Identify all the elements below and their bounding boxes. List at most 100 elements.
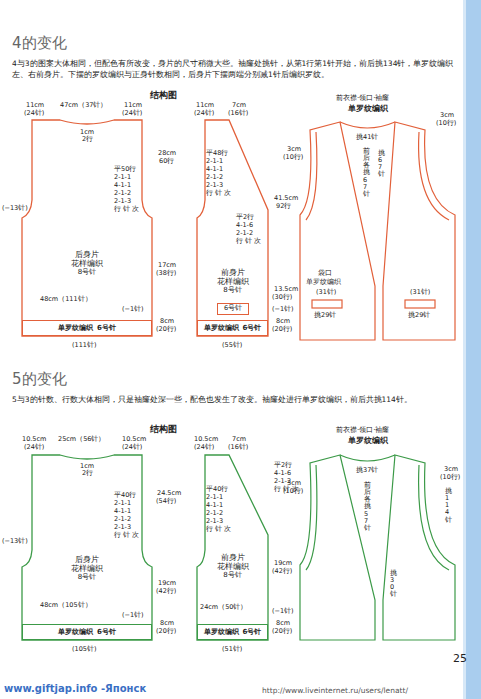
dimension-label: 19cm [274,560,292,568]
dimension-label: 2-1-3 [206,182,223,190]
dimension-label: 8cm [160,620,174,628]
dimension-label: (55针) [222,342,242,350]
dimension-label: (20行) [272,628,292,636]
piece-label: 花样编织 [22,259,152,268]
dimension-label: 11cm [26,102,44,110]
text-group: 单罗纹编织6号针 [198,625,267,639]
dimension-label: 2-1-1 [114,174,131,182]
dimension-label: 13.5cm [274,286,298,294]
stitch-label: 6号针 [243,324,262,332]
dimension-label: 24cm（50针） [200,604,247,612]
dimension-label: 行 针 次 [206,526,231,534]
vest-sketch [300,122,455,340]
text-group: 后身片花样编织8号针 [22,250,152,276]
dimension-label: (31针) [316,289,336,297]
dimension-label: 25cm（56针） [58,436,105,444]
piece-label: 8号针 [22,573,152,581]
dimension-label: (24针) [122,110,142,118]
dimension-label: (−13针) [2,205,28,213]
dimension-label: 10.5cm [22,436,46,444]
stitch-label: 单罗纹编织 [58,628,93,636]
piece-label: 前身片 [197,268,268,277]
dimension-label: (30行) [272,294,292,302]
dimension-label: (20行) [272,326,292,334]
dimension-label: 3cm [440,112,454,120]
dimension-label: (38行) [156,270,176,278]
dimension-label: 2-1-1 [206,494,223,502]
dimension-label: 8cm [276,318,290,326]
piece-outline [197,455,268,640]
dimension-label: (10行) [283,488,303,496]
dimension-label: 60行 [159,158,174,166]
dimension-label: 挑37针 [356,467,378,475]
stitch-label: 6号针 [243,628,262,636]
piece-label: 花样编织 [197,562,268,571]
dimension-label: 48cm（105针） [40,602,92,610]
dimension-label: 8cm [276,620,290,628]
text-group: 前身片花样编织8号针 [197,553,268,579]
dimension-label: (−1针) [122,612,144,620]
dimension-label: (20行) [156,628,176,636]
piece-label: 8号针 [197,286,268,294]
dimension-label: 41.5cm [274,195,298,203]
dimension-label: (111针) [72,342,96,350]
watermark: http://www.liveinternet.ru/users/lenatt/ [262,686,408,695]
dimension-label: 2-1-1 [206,158,223,166]
dimension-label: 3cm [444,466,458,474]
dimension-label: 92行 [276,203,291,211]
text-group: 单罗纹编织6号针 [23,321,151,335]
ribbing-band: 单罗纹编织 6号针 [197,320,268,336]
dimension-label: 2-1-2 [236,230,253,238]
dimension-label: 平40行 [206,486,228,494]
text-group: 6号针 [218,304,248,314]
dimension-label: (42行) [272,568,292,576]
dimension-label: 2-1-2 [114,516,131,524]
dimension-label: 10.5cm [122,436,146,444]
watermark: www.giftjap.info -Японск [4,683,146,695]
piece-outline [22,455,152,640]
ribbing-band: 单罗纹编织6号针 [197,624,268,640]
page-edge [466,0,481,699]
section-heading: 5的变化 [12,370,67,388]
dimension-label: 8cm [160,318,174,326]
dimension-label: 前后各挑57针 [364,482,371,532]
dimension-label: (16针) [228,444,248,452]
dimension-label: (105针) [72,646,96,654]
dimension-label: (24针) [24,444,44,452]
dimension-label: 3cm [287,146,301,154]
page-number: 25 [453,652,467,665]
stitch-name: 单罗纹编织 [306,279,341,287]
dimension-label: (−1针) [272,306,294,314]
garment-piece: 后身片花样编织8号针单罗纹编织6号针 [22,120,152,336]
section-heading: 4的变化 [12,34,67,52]
dimension-label: 2-1-3 [114,198,131,206]
dimension-label: 挑30针 [390,570,397,599]
dimension-label: (−13针) [2,538,28,546]
text-group: 单罗纹编织 6号针 [198,321,267,335]
dimension-label: (51针) [222,646,242,654]
dimension-label: 平40行 [114,492,136,500]
dimension-label: 4-1-6 [236,222,253,230]
stitch-label: 单罗纹编织 [204,324,239,332]
dimension-label: 10.5cm [194,436,218,444]
dimension-label: (31针) [410,289,430,297]
dimension-label: 48cm（111针） [40,296,92,304]
dimension-label: (10行) [440,474,460,482]
dimension-label: 24.5cm [157,490,181,498]
diagram-heading: 前衣襟·领口·袖窿 [336,426,389,434]
page-edge [463,0,466,699]
piece-outline [22,120,152,336]
dimension-label: (16针) [228,110,248,118]
dimension-label: 行 针 次 [114,206,139,214]
dimension-label: 行 针 次 [206,190,231,198]
dimension-label: 2-1-1 [114,500,131,508]
text-group: 后身片花样编织8号针 [22,555,152,581]
stitch-label: 6号针 [224,305,242,312]
dimension-label: (20行) [156,326,176,334]
dimension-label: 7cm [232,436,246,444]
note-text: 5与3的针数、行数大体相同，只是袖窿处深一些，配色也发生了改变。袖窿处进行单罗纹… [12,394,457,405]
diagram-heading: 结构图 [150,90,177,101]
dimension-label: (10行) [283,154,303,162]
dimension-label: (24针) [24,110,44,118]
dimension-label: 平2行 [236,214,254,222]
